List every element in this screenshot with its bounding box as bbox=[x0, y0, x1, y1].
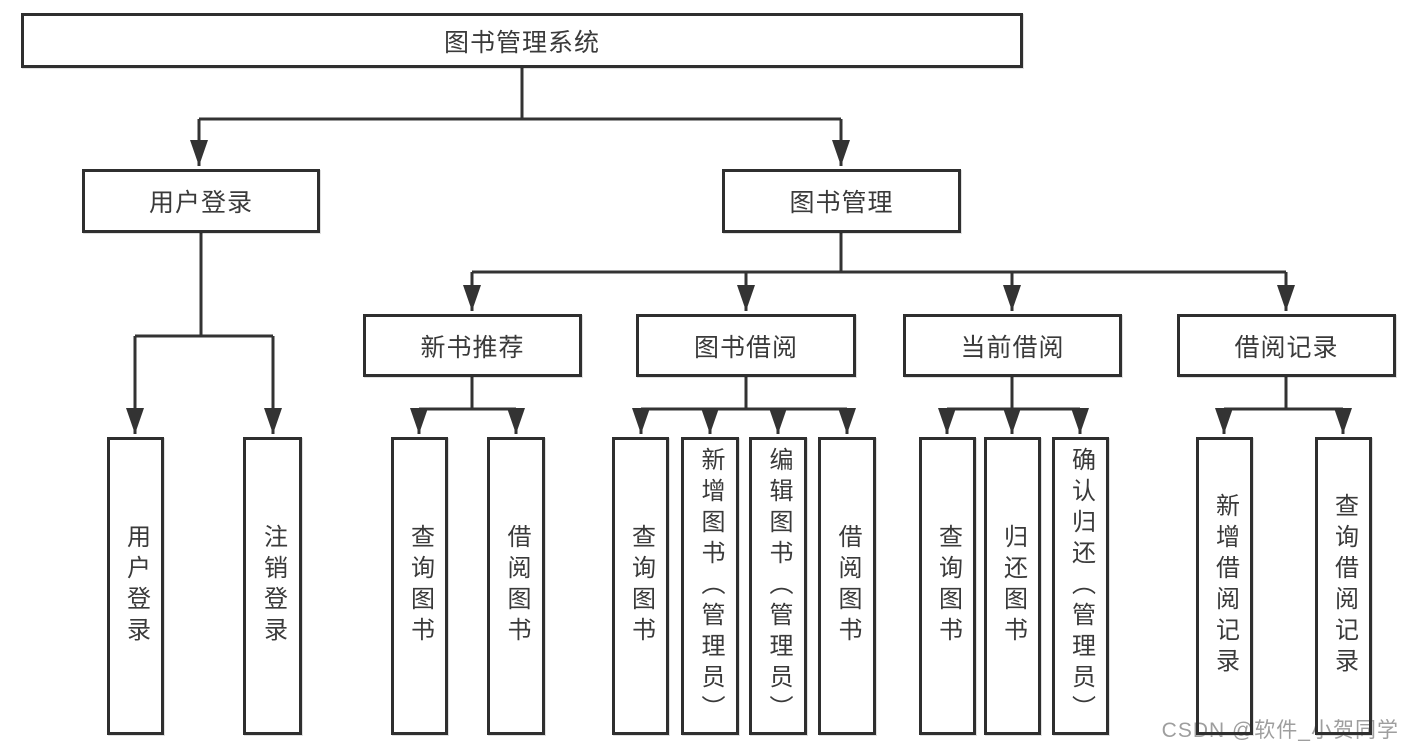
node-root: 图书管理系统 bbox=[21, 13, 1023, 68]
leaf-borrow-books-recommend: 借阅图书 bbox=[487, 437, 545, 735]
node-borrow-records: 借阅记录 bbox=[1177, 314, 1396, 377]
node-user-login: 用户登录 bbox=[82, 169, 320, 233]
leaf-edit-books-admin: 编辑图书（管理员） bbox=[749, 437, 807, 735]
node-book-management: 图书管理 bbox=[722, 169, 961, 233]
leaf-query-books-recommend: 查询图书 bbox=[391, 437, 448, 735]
leaf-logout: 注销登录 bbox=[243, 437, 302, 735]
node-new-book-recommend: 新书推荐 bbox=[363, 314, 582, 377]
node-book-borrow: 图书借阅 bbox=[636, 314, 856, 377]
leaf-query-borrow-record: 查询借阅记录 bbox=[1315, 437, 1372, 735]
leaf-query-books-borrow: 查询图书 bbox=[612, 437, 669, 735]
watermark: CSDN @软件_小贺同学 bbox=[1161, 719, 1399, 742]
leaf-user-login: 用户登录 bbox=[107, 437, 164, 735]
leaf-query-books-current: 查询图书 bbox=[919, 437, 976, 735]
leaf-confirm-return-admin: 确认归还（管理员） bbox=[1052, 437, 1109, 735]
leaf-add-books-admin: 新增图书（管理员） bbox=[681, 437, 739, 735]
leaf-borrow-books: 借阅图书 bbox=[818, 437, 876, 735]
leaf-return-books: 归还图书 bbox=[984, 437, 1041, 735]
node-current-borrow: 当前借阅 bbox=[903, 314, 1122, 377]
leaf-add-borrow-record: 新增借阅记录 bbox=[1196, 437, 1253, 735]
